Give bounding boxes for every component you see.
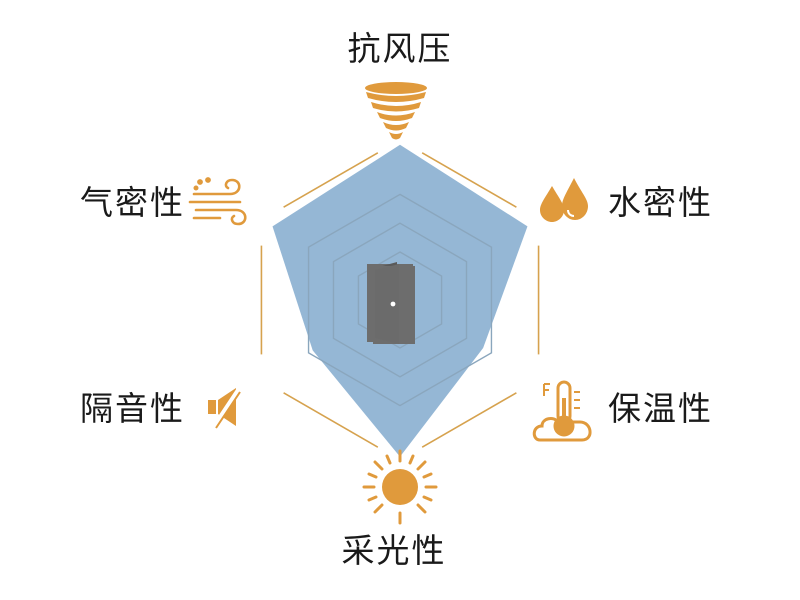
- tornado-icon: [365, 82, 427, 140]
- axis-label-air-tightness: 气密性: [80, 183, 185, 222]
- wind-icon: [188, 177, 247, 226]
- grid-ring: [332, 222, 468, 378]
- door-icon: [367, 262, 415, 344]
- thermometer-icon: [532, 380, 592, 442]
- frame-edge: [421, 392, 517, 448]
- grid-ring: [357, 251, 443, 349]
- axis-label-sound-insulation: 隔音性: [80, 389, 185, 428]
- frame-edge: [283, 152, 379, 208]
- grid-ring: [307, 193, 493, 407]
- frame-edge: [283, 392, 379, 448]
- axis-label-daylighting: 采光性: [342, 531, 447, 570]
- axis-label-thermal-insulation: 保温性: [608, 389, 713, 428]
- outer-hexagon-frame: [260, 152, 540, 448]
- axis-label-wind-pressure: 抗风压: [348, 29, 453, 68]
- inner-hexagon-grid: [307, 193, 493, 407]
- frame-edge: [421, 152, 517, 208]
- sun-icon: [362, 449, 438, 525]
- water-drops-icon: [540, 178, 588, 222]
- axis-label-water-tightness: 水密性: [608, 183, 713, 222]
- mute-speaker-icon: [208, 388, 241, 429]
